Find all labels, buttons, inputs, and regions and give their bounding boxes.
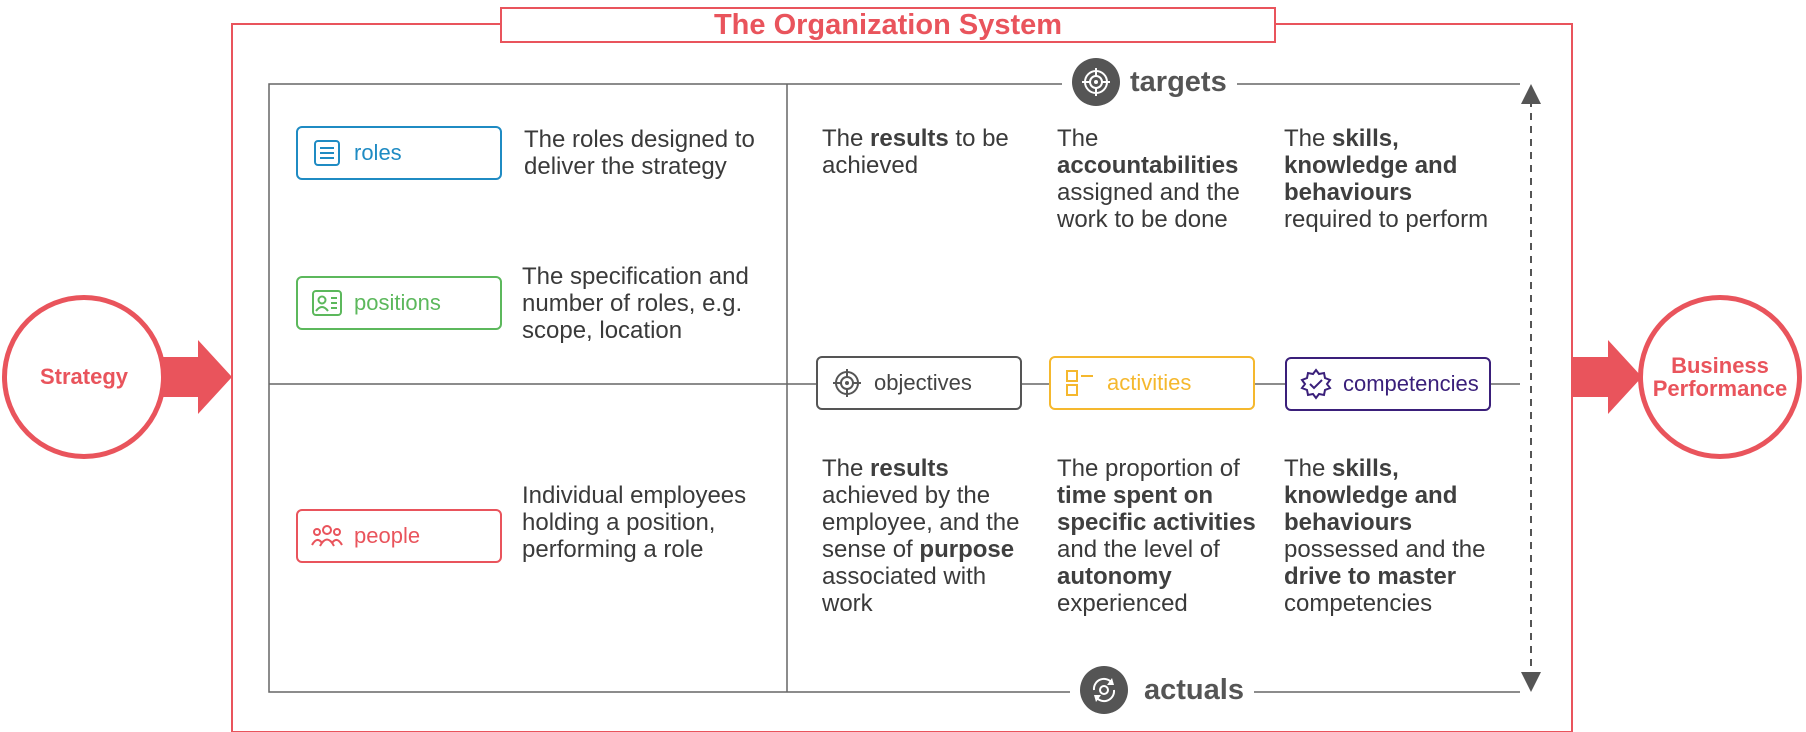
arrow-down [1521,672,1541,692]
group-icon [310,519,344,553]
text-segment: assigned and the work to be done [1057,179,1240,233]
bold-text: autonomy [1057,563,1172,590]
text-segment: The [1284,125,1333,152]
competencies-pill: competencies [1285,357,1491,411]
positions-pill: positions [296,276,502,330]
id-card-icon [310,286,344,320]
targets-label: targets [1130,65,1227,98]
text-segment: associated with work [822,563,987,617]
target-objectives-text: The results to be achieved [822,125,1032,179]
roles-description: The roles designed to deliver the strate… [524,126,755,180]
people-label: people [354,523,421,548]
positions-label: positions [354,290,441,315]
target-icon [830,366,864,400]
text-segment: The [822,125,871,152]
target-competencies-text: The skills, knowledge and behaviours req… [1284,125,1494,233]
bold-text: skills, knowledge and behaviours [1284,125,1458,206]
activities-pill: activities [1049,356,1255,410]
bold-text: purpose [919,536,1015,563]
strategy-circle: Strategy [2,295,166,459]
text-segment: achieved by the employee, and the sense … [822,482,1020,563]
actual-activities-text: The proportion of time spent on specific… [1057,455,1277,617]
bold-text: results [870,455,949,482]
text-segment: competencies [1284,590,1433,617]
roles-label: roles [354,140,402,165]
activities-label: activities [1107,370,1192,395]
text-segment: to be achieved [822,125,1009,179]
text-segment: and the level of [1057,536,1220,563]
people-description: Individual employees holding a position,… [522,482,747,563]
actuals-header: actuals [1070,666,1254,714]
actuals-label: actuals [1144,673,1244,706]
objectives-label: objectives [874,370,972,395]
text-segment: possessed and the [1284,536,1486,563]
actual-competencies-text: The skills, knowledge and behaviours pos… [1284,455,1494,617]
text-segment: required to perform [1284,206,1489,233]
business-performance-label: Business Performance [1652,353,1788,401]
objectives-pill: objectives [816,356,1022,410]
business-performance-circle: Business Performance [1638,295,1802,459]
positions-description: The specification and number of roles, e… [522,263,749,344]
arrow-up [1521,84,1541,104]
performance-arrow [1573,340,1642,414]
targets-header: targets [1062,58,1237,106]
text-segment: The [822,455,871,482]
refresh-gear-icon [1080,666,1128,714]
target-activities-text: The accountabilities assigned and the wo… [1057,125,1267,233]
bold-text: skills, knowledge and behaviours [1284,455,1458,536]
bold-text: drive to master [1284,563,1457,590]
bold-text: accountabilities [1057,152,1239,179]
text-segment: The [1057,125,1099,152]
page-title: The Organization System [500,7,1276,43]
roles-pill: roles [296,126,502,180]
actual-objectives-text: The results achieved by the employee, an… [822,455,1032,617]
text-segment: experienced [1057,590,1188,617]
bold-text: time spent on specific activities [1057,482,1256,536]
text-segment: The [1284,455,1333,482]
document-icon [310,136,344,170]
target-icon [1072,58,1120,106]
strategy-label: Strategy [39,364,129,389]
people-pill: people [296,509,502,563]
competencies-label: competencies [1343,371,1479,396]
badge-check-icon [1299,367,1333,401]
text-segment: The proportion of [1057,455,1240,482]
strategy-arrow [160,340,232,414]
checklist-icon [1063,366,1097,400]
bold-text: results [870,125,949,152]
